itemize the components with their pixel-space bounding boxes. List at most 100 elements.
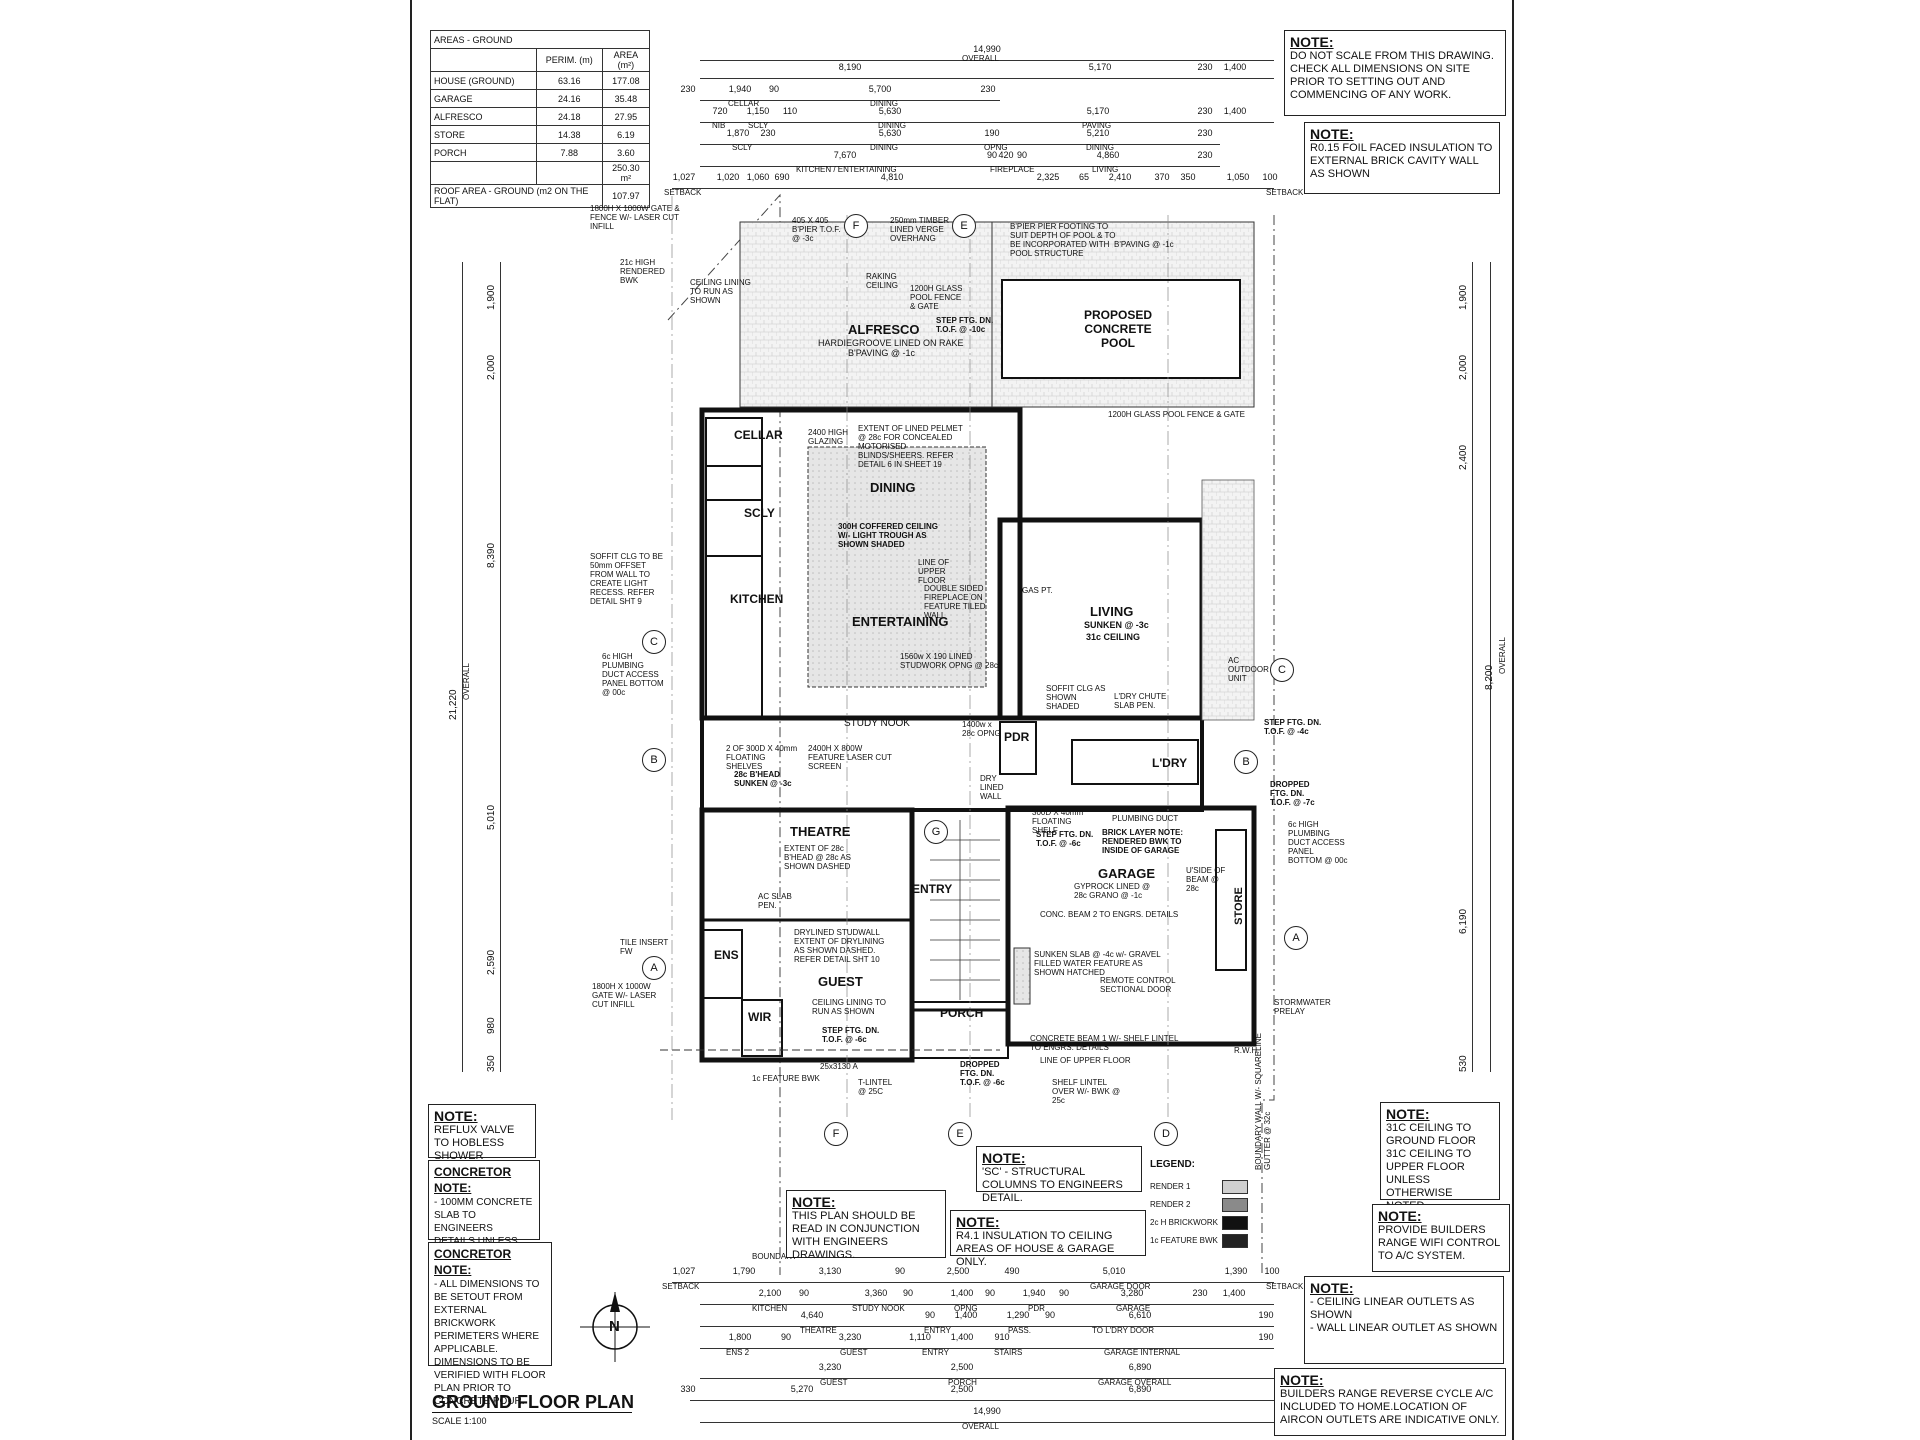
annotation: 405 X 405 B'PIER T.O.F. @ -3c	[792, 216, 841, 243]
annotation: 6c HIGH PLUMBING DUCT ACCESS PANEL BOTTO…	[1288, 820, 1348, 865]
note-structural-columns: NOTE: 'SC' - STRUCTURAL COLUMNS TO ENGIN…	[976, 1146, 1142, 1204]
roof-area-label: ROOF AREA - GROUND (m2 ON THE FLAT)	[430, 184, 603, 208]
annotation: GAS PT.	[1022, 586, 1053, 595]
annotation: STEP FTG. DN. T.O.F. @ -10c	[936, 316, 994, 334]
grid-bubble-e: E	[952, 214, 976, 238]
annotation: REMOTE CONTROL SECTIONAL DOOR	[1100, 976, 1176, 994]
room-garage: GARAGE	[1098, 866, 1156, 881]
room-dining: DINING	[870, 480, 916, 495]
note-foil-insulation: NOTE: R0.15 FOIL FACED INSULATION TO EXT…	[1304, 122, 1500, 194]
grid-bubble-a: A	[1284, 926, 1308, 950]
annotation: 1200H GLASS POOL FENCE & GATE	[1108, 410, 1245, 419]
legend-swatch	[1222, 1216, 1248, 1230]
annotation: 2400 HIGH GLAZING	[808, 428, 849, 446]
annotation: 1c FEATURE BWK	[752, 1074, 820, 1083]
room-cellar: CELLAR	[734, 428, 783, 442]
annotation: BOUNDARY WALL W/- SQUARELINE GUTTER @ 32…	[1254, 1033, 1272, 1170]
areas-table: AREAS - GROUND PERIM. (m)AREA (m²) HOUSE…	[430, 30, 651, 208]
areas-total: 250.30 m²	[601, 161, 651, 185]
annotation: CONCRETE BEAM 1 W/- SHELF LINTEL TO ENGR…	[1030, 1034, 1179, 1052]
roof-area-value: 107.97	[601, 184, 651, 208]
sheet-title: GROUND FLOOR PLAN	[432, 1392, 634, 1412]
annotation: 1800H X 1000W GATE & FENCE W/- LASER CUT…	[590, 204, 680, 231]
alfresco-paving	[739, 221, 993, 408]
annotation: 250mm TIMBER LINED VERGE OVERHANG	[890, 216, 949, 243]
room-pdr: PDR	[1004, 730, 1030, 744]
note-linear-outlets: NOTE: - CEILING LINEAR OUTLETS AS SHOWN …	[1304, 1276, 1504, 1364]
annotation: CEILING LINING TO RUN AS SHOWN	[812, 998, 886, 1016]
col-perim: PERIM. (m)	[535, 48, 603, 72]
annotation: 300H COFFERED CEILING W/- LIGHT TROUGH A…	[838, 522, 939, 549]
annotation: 1200H GLASS POOL FENCE & GATE	[910, 284, 963, 311]
annotation: SOFFIT CLG TO BE 50mm OFFSET FROM WALL T…	[590, 552, 663, 606]
annotation: AC SLAB PEN.	[758, 892, 792, 910]
annotation: L'DRY CHUTE SLAB PEN.	[1114, 692, 1167, 710]
room-guest: GUEST	[818, 974, 863, 989]
room-ens: ENS	[714, 948, 739, 962]
annotation: GYPROCK LINED @ 28c GRANO @ -1c	[1074, 882, 1151, 900]
room-study-nook: STUDY NOOK	[844, 718, 910, 729]
sheet-scale: SCALE 1:100	[432, 1416, 487, 1426]
annotation: DRYLINED STUDWALL EXTENT OF DRYLINING AS…	[794, 928, 885, 964]
annotation: RAKING CEILING	[866, 272, 899, 290]
col-area: AREA (m²)	[601, 48, 651, 72]
grid-bubble-f: F	[824, 1122, 848, 1146]
annotation: DROPPED FTG. DN. T.O.F. @ -6c	[960, 1060, 1005, 1087]
note-concretor-2: CONCRETOR NOTE: - ALL DIMENSIONS TO BE S…	[428, 1242, 552, 1407]
room-scly: SCLY	[744, 506, 775, 520]
room-living: LIVING	[1090, 604, 1134, 619]
annotation: 25x3130 A	[820, 1062, 858, 1071]
annotation: B'PAVING @ -1c	[1114, 240, 1174, 249]
annotation: B'PIER PIER FOOTING TO SUIT DEPTH OF POO…	[1010, 222, 1116, 258]
grid-bubble-b: B	[1234, 750, 1258, 774]
pool-outline	[1001, 279, 1241, 379]
note-ceiling-insulation: NOTE: R4.1 INSULATION TO CEILING AREAS O…	[950, 1210, 1146, 1268]
north-label: N	[609, 1318, 620, 1335]
annotation: 2 OF 300D X 40mm FLOATING SHELVES	[726, 744, 798, 771]
note-engineers-drawings: NOTE: THIS PLAN SHOULD BE READ IN CONJUN…	[786, 1190, 946, 1261]
room-kitchen: KITCHEN	[730, 592, 784, 606]
boundary-label: BOUNDARY	[752, 1252, 798, 1261]
annotation: CONC. BEAM 2 TO ENGRS. DETAILS	[1040, 910, 1179, 919]
annotation: LINE OF UPPER FLOOR	[918, 558, 950, 585]
note-reflux-valve: NOTE: REFLUX VALVE TO HOBLESS SHOWER	[428, 1104, 536, 1162]
annotation: EXTENT OF 28c B'HEAD @ 28c AS SHOWN DASH…	[784, 844, 852, 871]
water-feature	[1013, 947, 1031, 1005]
annotation: TILE INSERT FW	[620, 938, 669, 956]
grid-bubble-c: C	[642, 630, 666, 654]
annotation: STEP FTG. DN. T.O.F. @ -6c	[822, 1026, 880, 1044]
north-arrow-icon	[580, 1292, 650, 1362]
annotation: 1400w x 28c OPNG	[962, 720, 1001, 738]
annotation: T-LINTEL @ 25C	[858, 1078, 892, 1096]
room-pool: PROPOSED CONCRETE POOL	[1083, 308, 1152, 350]
grid-bubble-e: E	[948, 1122, 972, 1146]
annotation: STORMWATER PRELAY	[1274, 998, 1331, 1016]
legend-swatch	[1222, 1234, 1248, 1248]
room-theatre: THEATRE	[790, 824, 851, 839]
site-boundary	[667, 193, 1275, 1275]
annotation: CEILING LINING TO RUN AS SHOWN	[690, 278, 751, 305]
annotation: PLUMBING DUCT	[1112, 814, 1179, 823]
room-entertaining: ENTERTAINING	[852, 614, 949, 629]
room-ldry: L'DRY	[1152, 756, 1188, 770]
annotation: 300D X 40mm FLOATING SHELF	[1032, 808, 1084, 835]
note-wifi-control: NOTE: PROVIDE BUILDERS RANGE WIFI CONTRO…	[1372, 1204, 1510, 1272]
annotation: 2400H X 800W FEATURE LASER CUT SCREEN	[808, 744, 892, 771]
room-alfresco: ALFRESCO	[848, 322, 920, 337]
annotation: STEP FTG. DN. T.O.F. @ -6c	[1036, 830, 1094, 848]
room-wir: WIR	[748, 1010, 772, 1024]
annotation: DOUBLE SIDED FIREPLACE ON FEATURE TILED …	[924, 584, 986, 620]
annotation: BRICK LAYER NOTE: RENDERED BWK TO INSIDE…	[1102, 828, 1184, 855]
note-ceiling-height: NOTE: 31c CEILING TO GROUND FLOOR 31c CE…	[1380, 1102, 1500, 1212]
legend-swatch	[1222, 1180, 1248, 1194]
annotation: DRY LINED WALL	[980, 774, 1004, 801]
grid-bubble-c: C	[1270, 658, 1294, 682]
room-store: STORE	[1232, 887, 1245, 925]
note-aircon: NOTE: BUILDERS RANGE REVERSE CYCLE A/C I…	[1274, 1368, 1506, 1436]
note-do-not-scale: NOTE: DO NOT SCALE FROM THIS DRAWING. CH…	[1284, 30, 1506, 116]
